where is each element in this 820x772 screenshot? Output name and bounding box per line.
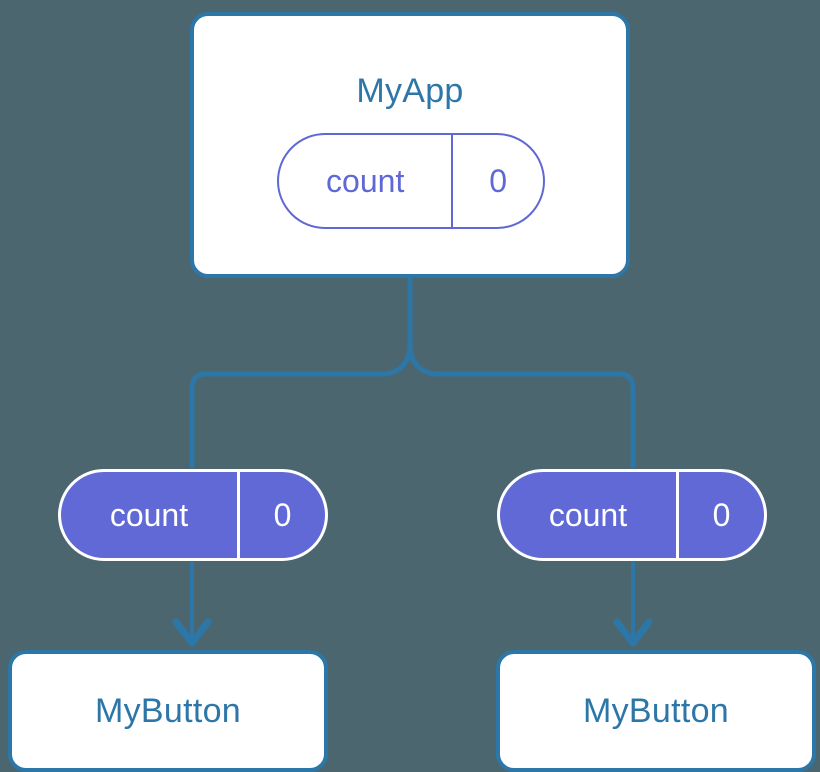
right-arrow-head-icon xyxy=(613,618,653,647)
branch-connector-path xyxy=(189,275,413,469)
state-pill-value: 0 xyxy=(236,472,325,558)
component-box-mybutton-right[interactable]: MyButton xyxy=(496,650,816,772)
component-title-myapp: MyApp xyxy=(356,72,464,110)
state-pill-key: count xyxy=(326,163,405,199)
state-pill-right-child[interactable]: count 0 xyxy=(497,469,767,561)
state-pill-myapp[interactable]: count 0 xyxy=(277,133,545,229)
component-box-myapp[interactable]: MyApp xyxy=(190,12,630,278)
branch-connector-path-right xyxy=(407,275,636,469)
component-title-mybutton: MyButton xyxy=(94,692,242,730)
component-box-mybutton-left[interactable]: MyButton xyxy=(8,650,328,772)
state-pill-value: 0 xyxy=(675,472,764,558)
state-pill-left-child[interactable]: count 0 xyxy=(58,469,328,561)
state-pill-key: count xyxy=(548,497,628,533)
state-pill-key: count xyxy=(109,497,189,533)
state-pill-value: 0 xyxy=(451,135,543,227)
left-arrow-head-icon xyxy=(172,618,212,647)
component-title-mybutton: MyButton xyxy=(582,692,730,730)
